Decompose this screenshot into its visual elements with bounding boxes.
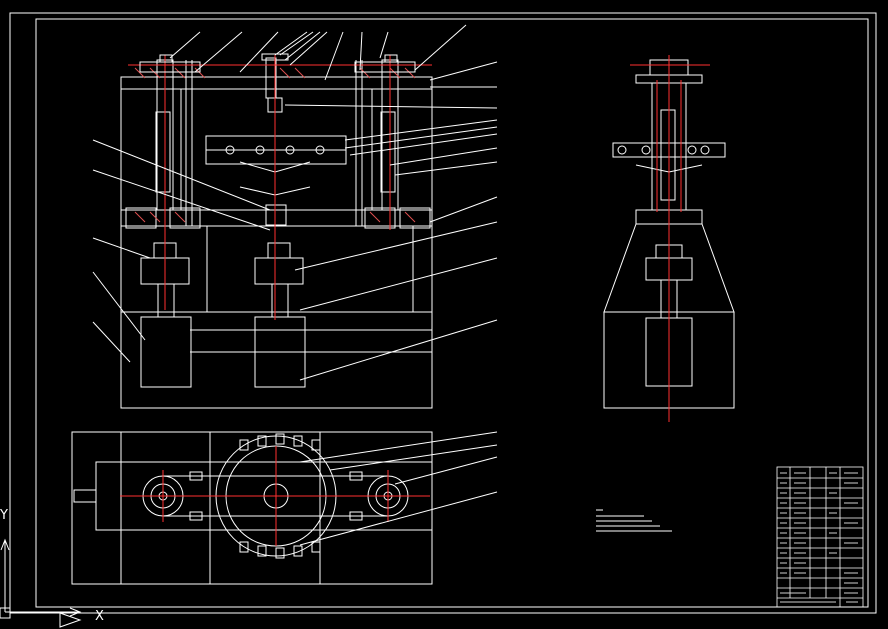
ucs-x-label: X	[95, 609, 104, 624]
front-view-leaders	[92, 24, 498, 381]
front-view-sprockets	[139, 54, 416, 73]
title-block	[776, 466, 864, 608]
notes-visual	[596, 509, 672, 532]
front-view-centerlines	[128, 55, 432, 320]
top-view-centerlines	[120, 446, 430, 546]
ucs-icon	[0, 538, 82, 628]
top-view-gear-teeth	[239, 433, 321, 559]
side-view-centerlines	[630, 55, 710, 422]
sheet-border	[9, 12, 877, 614]
title-block-text-marks	[780, 472, 858, 603]
top-view-leaders	[299, 431, 498, 546]
front-view-hatching	[134, 67, 416, 223]
ucs-y-label: Y	[0, 508, 8, 523]
front-view-bolts	[225, 145, 325, 155]
